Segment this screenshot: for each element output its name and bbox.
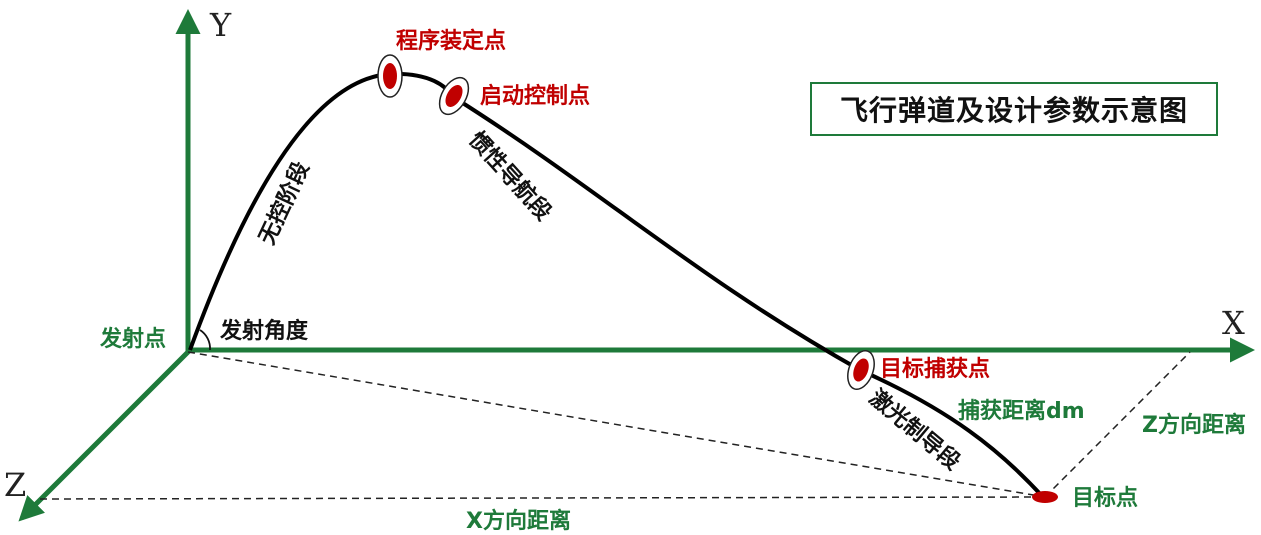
program-set-point-label: 程序装定点 bbox=[396, 28, 506, 54]
launch-angle-label: 发射角度 bbox=[219, 318, 309, 344]
diagram-title: 飞行弹道及设计参数示意图 bbox=[810, 82, 1218, 136]
control-start-point-marker bbox=[438, 76, 470, 116]
uncontrolled-segment-label: 无控阶段 bbox=[254, 158, 315, 249]
z-axis-line bbox=[18, 348, 192, 522]
launch-point-label: 发射点 bbox=[99, 326, 166, 352]
projection-line-launch-target bbox=[187, 351, 1046, 498]
z-distance-label: Z方向距离 bbox=[1142, 412, 1246, 438]
program-set-point-marker bbox=[377, 54, 403, 98]
target-point-label: 目标点 bbox=[1072, 485, 1138, 511]
projection-line-x-distance bbox=[39, 496, 1046, 500]
launch-angle-arc bbox=[199, 329, 211, 351]
target-capture-point-marker bbox=[847, 350, 875, 390]
target-capture-point-label: 目标捕获点 bbox=[880, 356, 990, 382]
capture-distance-label: 捕获距离dm bbox=[958, 398, 1085, 424]
projection-line-z-distance bbox=[1044, 351, 1191, 498]
target-point-marker bbox=[1032, 491, 1058, 503]
inertial-segment-label: 惯性导航段 bbox=[464, 127, 557, 226]
y-axis-label: Y bbox=[209, 6, 232, 44]
control-start-point-label: 启动控制点 bbox=[480, 83, 590, 109]
x-distance-label: X方向距离 bbox=[466, 508, 571, 534]
z-axis-label: Z bbox=[4, 466, 26, 504]
trajectory-curve bbox=[188, 71, 1045, 499]
x-axis-label: X bbox=[1222, 304, 1245, 342]
